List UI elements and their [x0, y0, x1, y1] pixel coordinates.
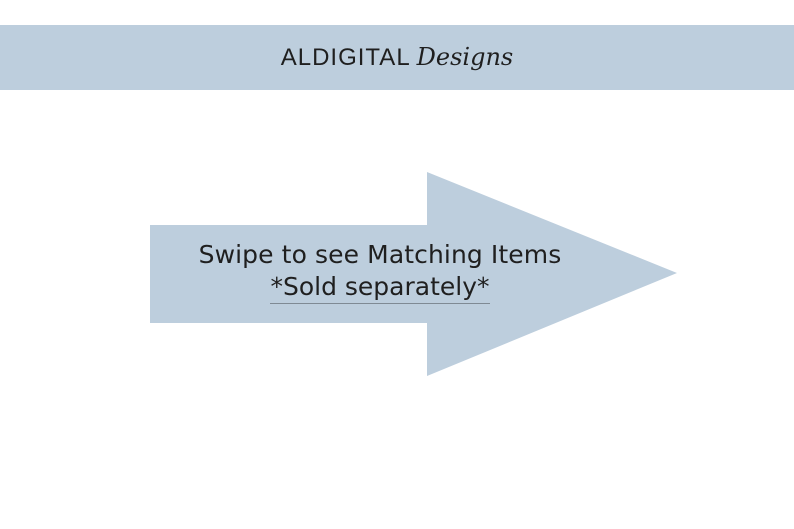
swipe-text: Swipe to see Matching Items	[198, 240, 562, 269]
arrow-polygon	[150, 172, 677, 376]
brand-logo: ALDIGITAL Designs	[281, 43, 514, 72]
brand-script: Designs	[416, 43, 514, 71]
header-banner: ALDIGITAL Designs	[0, 25, 794, 90]
sold-separately-text: *Sold separately*	[270, 272, 490, 304]
brand-name: ALDIGITAL	[280, 44, 411, 71]
arrow-text: Swipe to see Matching Items *Sold separa…	[150, 238, 610, 304]
